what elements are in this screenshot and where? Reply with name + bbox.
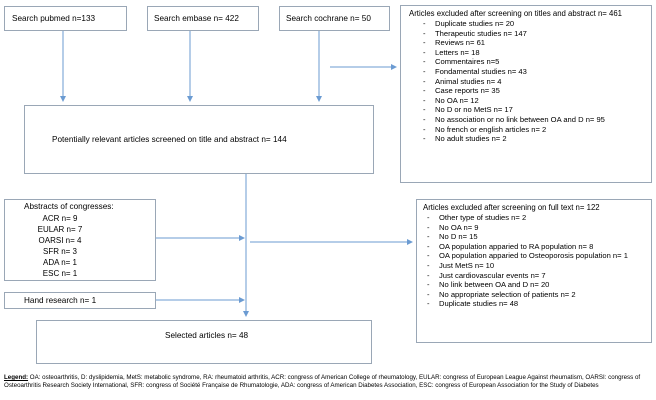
list-item: Letters n= 18 bbox=[423, 48, 605, 58]
list-item: No french or english articles n= 2 bbox=[423, 125, 605, 135]
list-item: No link between OA and D n= 20 bbox=[427, 280, 656, 290]
list-item: Duplicate studies n= 20 bbox=[423, 19, 605, 29]
list-item: ACR n= 9 bbox=[42, 214, 78, 223]
list-item: No OA n= 9 bbox=[427, 223, 656, 233]
excluded-full-heading: Articles excluded after screening on ful… bbox=[423, 203, 600, 212]
list-item: Duplicate studies n= 48 bbox=[427, 299, 656, 309]
excluded-title-heading: Articles excluded after screening on tit… bbox=[409, 9, 623, 18]
list-item: Animal studies n= 4 bbox=[423, 77, 605, 87]
excluded-title-list: Duplicate studies n= 20 Therapeutic stud… bbox=[423, 19, 605, 144]
search-pubmed-label: Search pubmed n=133 bbox=[12, 14, 96, 23]
legend: Legend: OA: osteoarthritis, D: dyslipide… bbox=[4, 374, 654, 390]
list-item: Therapeutic studies n= 147 bbox=[423, 29, 605, 39]
list-item: Just MetS n= 10 bbox=[427, 261, 656, 271]
excluded-full-box: Articles excluded after screening on ful… bbox=[416, 199, 652, 343]
search-pubmed-box: Search pubmed n=133 bbox=[4, 6, 127, 31]
list-item: Fondamental studies n= 43 bbox=[423, 67, 605, 77]
search-cochrane-box: Search cochrane n= 50 bbox=[279, 6, 390, 31]
list-item: No appropriate selection of patients n= … bbox=[427, 290, 656, 300]
list-item: No D n= 15 bbox=[427, 232, 656, 242]
hand-research-box: Hand research n= 1 bbox=[4, 292, 156, 309]
list-item: Commentaires n=5 bbox=[423, 57, 605, 67]
list-item: No adult studies n= 2 bbox=[423, 134, 605, 144]
list-item: OA population apparied to Osteoporosis p… bbox=[427, 251, 656, 261]
legend-text: OA: osteoarthritis, D: dyslipidemia, Met… bbox=[4, 374, 641, 389]
screened-box: Potentially relevant articles screened o… bbox=[24, 105, 374, 174]
excluded-title-box: Articles excluded after screening on tit… bbox=[400, 5, 652, 183]
congresses-list: ACR n= 9 EULAR n= 7 OARSI n= 4 SFR n= 3 … bbox=[5, 213, 115, 279]
list-item: No association or no link between OA and… bbox=[423, 115, 605, 125]
list-item: EULAR n= 7 bbox=[37, 225, 83, 234]
list-item: ESC n= 1 bbox=[42, 269, 78, 278]
search-embase-label: Search embase n= 422 bbox=[154, 14, 239, 23]
hand-research-label: Hand research n= 1 bbox=[24, 296, 97, 305]
selected-label: Selected articles n= 48 bbox=[165, 331, 249, 340]
legend-label: Legend: bbox=[4, 374, 29, 381]
list-item: OA population apparied to RA population … bbox=[427, 242, 656, 252]
list-item: Other type of studies n= 2 bbox=[427, 213, 656, 223]
list-item: Just cardiovascular events n= 7 bbox=[427, 271, 656, 281]
list-item: No OA n= 12 bbox=[423, 96, 605, 106]
search-embase-box: Search embase n= 422 bbox=[147, 6, 259, 31]
list-item: OARSI n= 4 bbox=[38, 236, 82, 245]
list-item: ADA n= 1 bbox=[42, 258, 78, 267]
list-item: Reviews n= 61 bbox=[423, 38, 605, 48]
list-item: No D or no MetS n= 17 bbox=[423, 105, 605, 115]
list-item: Case reports n= 35 bbox=[423, 86, 605, 96]
excluded-full-list: Other type of studies n= 2 No OA n= 9 No… bbox=[427, 213, 656, 309]
list-item: SFR n= 3 bbox=[42, 247, 77, 256]
congresses-heading: Abstracts of congresses: bbox=[24, 202, 114, 211]
screened-label: Potentially relevant articles screened o… bbox=[52, 135, 287, 144]
selected-box: Selected articles n= 48 bbox=[36, 320, 372, 364]
search-cochrane-label: Search cochrane n= 50 bbox=[286, 14, 371, 23]
congresses-box: Abstracts of congresses: ACR n= 9 EULAR … bbox=[4, 199, 156, 281]
